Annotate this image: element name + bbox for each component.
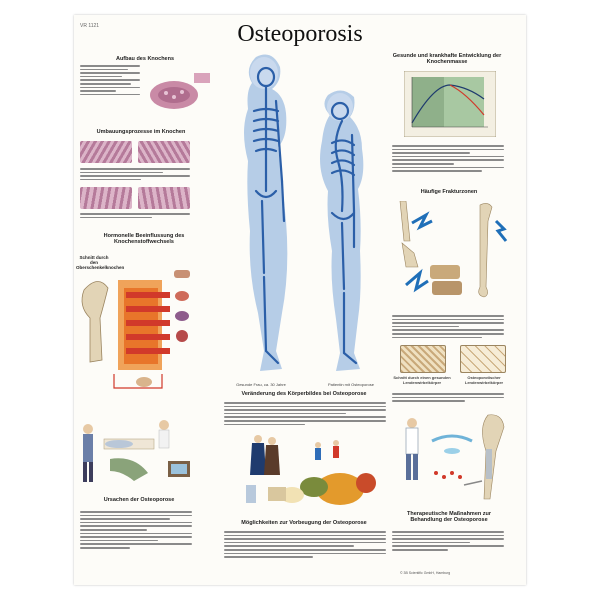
bone-mass-graph-heading: Gesunde und krankhafte Entwicklung der K… [392, 53, 502, 66]
hormone-heading: Hormonelle Beeinflussung des Knochenstof… [103, 233, 185, 246]
prevention-illustration [246, 435, 376, 505]
fracture-zones-heading: Häufige Frakturzonen [420, 189, 478, 195]
copyright-text: © 3B Scientific GmbH, Hamburg [400, 571, 451, 575]
body-change-text [224, 402, 386, 427]
causes-heading: Ursachen der Osteoporose [103, 497, 175, 503]
remodeling-tissue-2 [138, 141, 190, 163]
bone-mass-text [392, 145, 504, 174]
remodeling-tissue-4 [138, 187, 190, 209]
remodeling-tissue-3 [80, 187, 132, 209]
causes-illustration [83, 420, 190, 482]
bone-structure-heading: Aufbau des Knochens [115, 56, 175, 62]
therapy-text [392, 531, 504, 553]
osteoporosis-patient-caption: Patientin mit Osteoporose [327, 382, 375, 387]
remodeling-text [80, 168, 190, 182]
skeleton-comparison-figure [244, 54, 364, 372]
osteoporosis-poster: VR 1121 Osteoporosis Aufbau des Knochens… [74, 15, 526, 585]
body-change-heading: Veränderung des Körperbildes bei Osteopo… [241, 391, 367, 397]
therapy-illustration [405, 414, 505, 500]
prevention-text [224, 531, 386, 560]
osteoporotic-vertebra-label: Osteoporotischer Lendenwirbelkörper [464, 375, 504, 385]
fracture-text [392, 315, 504, 340]
vertebra-text [392, 393, 504, 404]
causes-text [80, 511, 192, 551]
healthy-vertebra-section [400, 345, 446, 373]
bone-tissue-illustration [150, 73, 210, 109]
bone-remodeling-heading: Umbauungsprozesse im Knochen [96, 129, 186, 135]
healthy-vertebra-label: Schnitt durch einen gesunden Lendenwirbe… [393, 375, 451, 385]
remodeling-text-2 [80, 213, 190, 220]
prevention-heading: Möglichkeiten zur Vorbeugung der Osteopo… [241, 520, 367, 526]
poster-code: VR 1121 [80, 23, 100, 29]
hormone-diagram [81, 270, 190, 389]
remodeling-tissue-1 [80, 141, 132, 163]
fracture-zones-illustration [399, 201, 508, 298]
therapy-heading: Therapeutische Maßnahmen zur Behandlung … [406, 511, 492, 524]
poster-title: Osteoporosis [237, 21, 363, 47]
bone-mass-graph [404, 71, 496, 137]
femur-label: Schnitt durch den Oberschenkelknochen [76, 255, 125, 271]
healthy-woman-caption: Gesunde Frau, ca. 30 Jahre [236, 382, 286, 387]
bone-structure-text [80, 65, 140, 97]
osteoporotic-vertebra-section [460, 345, 506, 373]
